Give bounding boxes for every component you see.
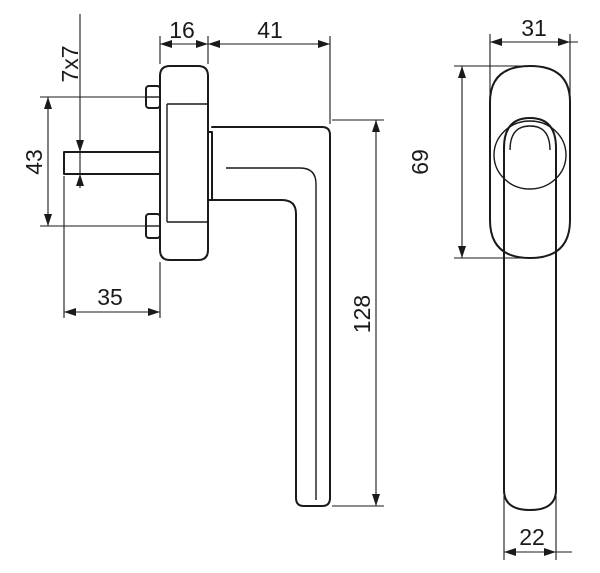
- dim-7x7-arrow-top: [76, 140, 84, 152]
- label-16: 16: [169, 17, 195, 43]
- front-view: [489, 65, 571, 511]
- dim-69-arrow-bottom: [458, 246, 466, 258]
- dim-35-arrow-right: [148, 308, 160, 316]
- label-69: 69: [407, 149, 433, 175]
- label-41: 41: [257, 17, 283, 43]
- handle-lever-inner-line: [226, 167, 317, 500]
- dim-128-arrow-top: [372, 120, 380, 132]
- handle-lever: [211, 126, 331, 507]
- dimension-labels: 7x7 16 41 43 35 128 69 31 22: [21, 15, 547, 550]
- rose-front: [489, 65, 571, 259]
- dim-43-arrow-bottom: [44, 214, 52, 226]
- label-128: 128: [349, 295, 375, 333]
- dimension-lines: [40, 14, 578, 560]
- dim-31-arrow-left: [490, 38, 502, 46]
- side-view: [63, 65, 331, 507]
- dim-41-arrow-right: [318, 40, 330, 48]
- dim-16-arrow-right: [196, 40, 208, 48]
- label-43: 43: [21, 149, 47, 175]
- dim-16-arrow-left: [160, 40, 172, 48]
- square-spindle: [63, 151, 161, 175]
- label-35: 35: [97, 284, 123, 310]
- label-31: 31: [521, 15, 547, 41]
- dim-43-arrow-top: [44, 97, 52, 109]
- handle-grip-front-inner: [509, 125, 551, 151]
- dim-41-arrow-left: [208, 40, 220, 48]
- label-22: 22: [519, 524, 545, 550]
- rose-side-body: [159, 65, 209, 261]
- dim-35-arrow-left: [64, 308, 76, 316]
- dim-69-arrow-top: [458, 66, 466, 78]
- dim-31-arrow-right: [558, 38, 570, 46]
- handle-neck: [207, 131, 213, 201]
- dim-22-arrow-left: [504, 548, 516, 556]
- rose-front-inner: [493, 120, 567, 190]
- dim-22-arrow-right: [544, 548, 556, 556]
- handle-grip-front: [503, 117, 557, 511]
- label-7x7: 7x7: [57, 45, 83, 82]
- dim-128-arrow-bottom: [372, 494, 380, 506]
- dim-7x7-arrow-bottom: [76, 174, 84, 186]
